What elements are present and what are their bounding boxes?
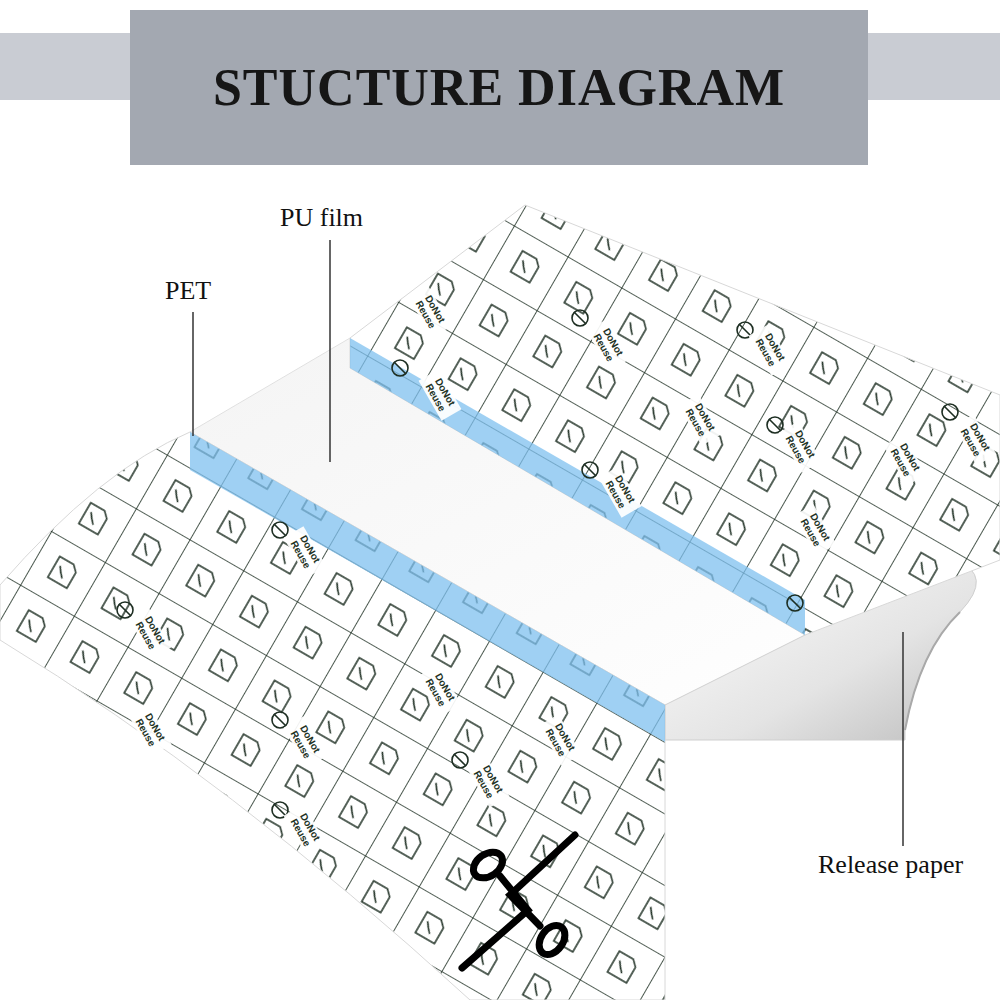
reuse-symbols (117, 310, 958, 818)
pet-sheet-right (350, 205, 1000, 635)
pet-strip-right (350, 338, 805, 635)
leader-line (329, 240, 331, 462)
scissors-icon (462, 835, 575, 968)
title-band (130, 10, 868, 165)
leader-line (902, 632, 904, 846)
part-label: PU film (280, 203, 363, 233)
part-label: PET (165, 276, 211, 306)
title: STUCTURE DIAGRAM (130, 10, 868, 165)
part-label: Release paper (818, 850, 963, 880)
pet-sheet-left (0, 432, 665, 1000)
paper-curl (905, 612, 960, 730)
leader-line (192, 312, 194, 436)
